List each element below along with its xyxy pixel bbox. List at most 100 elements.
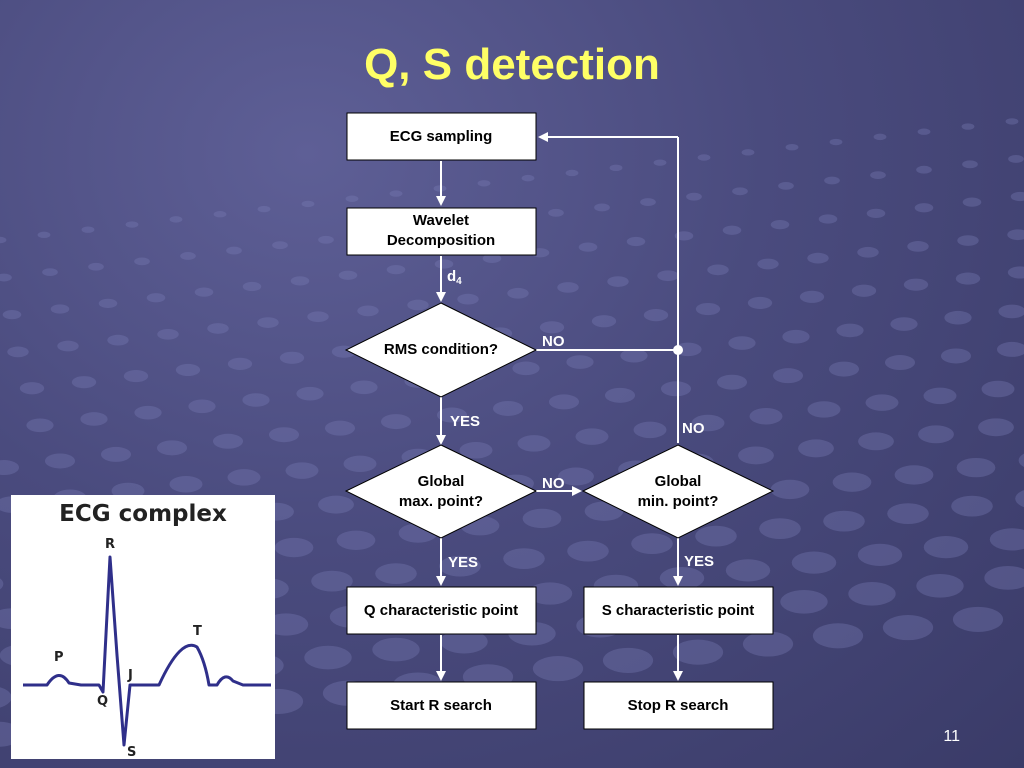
- background-bead: [741, 149, 755, 156]
- background-bead: [279, 351, 305, 364]
- background-bead: [81, 226, 95, 233]
- background-bead: [591, 315, 617, 328]
- background-bead: [375, 563, 417, 584]
- background-bead: [962, 197, 982, 207]
- edge-label-min-yes: YES: [684, 553, 714, 570]
- background-bead: [640, 198, 656, 206]
- background-bead: [212, 433, 244, 449]
- background-bead: [791, 551, 837, 574]
- background-bead: [870, 171, 886, 180]
- node-global-min-label-line1: Global: [655, 473, 702, 490]
- background-bead: [716, 374, 748, 390]
- background-bead: [824, 176, 840, 185]
- background-bead: [747, 296, 773, 310]
- background-bead: [1007, 229, 1024, 241]
- node-global-max: Global max. point?: [344, 444, 538, 539]
- edge-label-min-no: NO: [682, 420, 705, 437]
- background-bead: [345, 195, 359, 202]
- background-bead: [914, 203, 934, 213]
- background-bead: [829, 138, 843, 146]
- background-bead: [1005, 118, 1019, 125]
- background-bead: [823, 510, 865, 532]
- background-bead: [386, 264, 406, 275]
- background-bead: [107, 334, 129, 346]
- background-bead: [42, 268, 58, 277]
- background-bead: [0, 236, 7, 244]
- background-bead: [657, 270, 679, 282]
- background-bead: [134, 257, 150, 266]
- background-bead: [157, 328, 179, 340]
- background-bead: [100, 446, 132, 462]
- background-bead: [274, 537, 314, 558]
- background-bead: [807, 252, 829, 264]
- edge-label-max-yes: YES: [448, 554, 478, 571]
- background-bead: [1007, 266, 1024, 279]
- background-bead: [643, 309, 669, 322]
- background-bead: [194, 287, 214, 297]
- background-bead: [626, 236, 646, 247]
- background-bead: [697, 154, 711, 161]
- background-bead: [125, 221, 139, 228]
- slide-number: 11: [943, 728, 960, 745]
- background-bead: [296, 386, 324, 401]
- background-bead: [695, 302, 721, 316]
- background-bead: [517, 435, 551, 452]
- background-bead: [2, 309, 22, 320]
- background-bead: [50, 304, 70, 314]
- background-bead: [998, 304, 1024, 319]
- background-bead: [311, 570, 353, 592]
- background-bead: [778, 181, 794, 190]
- background-bead: [607, 276, 629, 287]
- background-bead: [633, 421, 667, 439]
- background-bead: [857, 543, 903, 566]
- background-bead: [26, 418, 54, 433]
- connectors: [436, 132, 683, 681]
- background-bead: [207, 323, 229, 334]
- node-q-characteristic: Q characteristic point: [346, 586, 537, 635]
- background-bead: [389, 190, 403, 197]
- background-bead: [609, 164, 623, 172]
- background-bead: [80, 412, 108, 426]
- background-bead: [1015, 490, 1024, 508]
- background-bead: [301, 200, 315, 208]
- background-bead: [770, 219, 790, 230]
- background-bead: [749, 407, 783, 425]
- ecg-waveform-graphic: R P T J Q S: [23, 537, 271, 759]
- background-bead: [318, 235, 334, 244]
- ecg-label-q: Q: [97, 694, 108, 709]
- background-bead: [604, 387, 636, 403]
- node-q-label: Q characteristic point: [364, 602, 518, 619]
- ecg-complex-figure: ECG complex R P T J Q S: [11, 495, 275, 759]
- background-bead: [1018, 453, 1024, 468]
- background-bead: [477, 180, 491, 187]
- background-bead: [695, 525, 737, 547]
- background-bead: [532, 656, 584, 682]
- background-bead: [434, 259, 454, 269]
- background-bead: [602, 647, 654, 673]
- ecg-label-t: T: [193, 624, 202, 639]
- background-bead: [436, 407, 468, 423]
- background-bead: [962, 160, 978, 169]
- background-bead: [290, 276, 310, 286]
- background-bead: [923, 387, 957, 405]
- background-bead: [660, 381, 692, 397]
- background-bead: [169, 216, 183, 223]
- background-bead: [807, 401, 841, 418]
- background-bead: [903, 278, 929, 291]
- background-bead: [707, 264, 729, 276]
- background-bead: [780, 589, 828, 614]
- background-bead: [522, 508, 562, 529]
- node-global-min: Global min. point?: [581, 444, 775, 539]
- background-bead: [981, 380, 1015, 398]
- background-bead: [961, 123, 975, 130]
- background-bead: [242, 393, 270, 407]
- background-bead: [984, 566, 1024, 590]
- background-bead: [722, 225, 742, 235]
- background-bead: [134, 405, 162, 420]
- background-bead: [318, 495, 354, 514]
- background-bead: [857, 246, 879, 258]
- edge-label-d4: d4: [447, 268, 462, 287]
- background-bead: [772, 368, 804, 384]
- background-bead: [548, 394, 580, 410]
- ecg-label-j: J: [127, 668, 133, 683]
